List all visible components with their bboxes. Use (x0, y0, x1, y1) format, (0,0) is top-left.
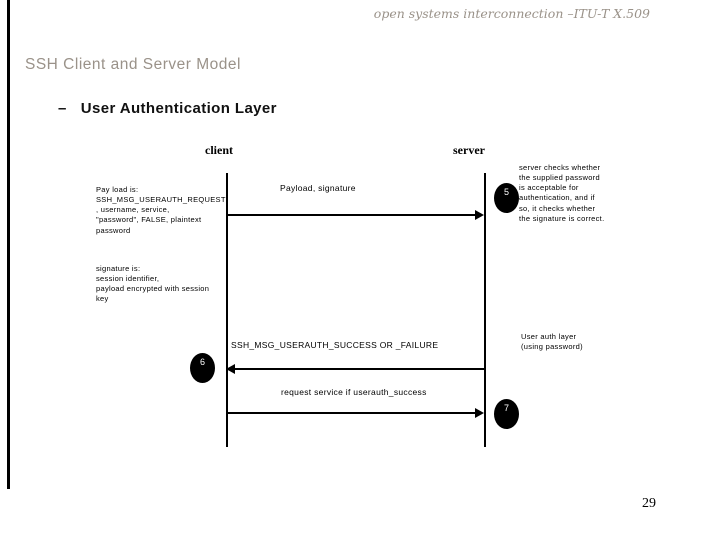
step-circle-5: 5 (494, 183, 519, 213)
arrow-right-icon (475, 210, 484, 220)
step-circle-7: 7 (494, 399, 519, 429)
step-circle-5-number: 5 (503, 187, 509, 197)
message-userauth-result-arrow (235, 368, 484, 370)
slide-subtitle: User Authentication Layer (80, 100, 277, 117)
subtitle-dash: – (58, 100, 67, 117)
slide-subtitle-row: – User Authentication Layer (58, 100, 277, 117)
client-column-label: client (205, 143, 233, 157)
message-payload-signature-arrow (227, 214, 476, 216)
server-lifeline (484, 173, 486, 447)
arrow-right-icon (475, 408, 484, 418)
step-circle-6: 6 (190, 353, 215, 383)
client-payload-note: Pay load is: SSH_MSG_USERAUTH_REQUEST , … (96, 185, 226, 235)
slide-header: open systems interconnection –ITU-T X.50… (373, 6, 650, 21)
server-check-note: server checks whether the supplied passw… (519, 163, 605, 223)
server-column-label: server (453, 143, 485, 157)
message-request-service-label: request service if userauth_success (281, 387, 427, 397)
user-auth-layer-note: User auth layer (using password) (521, 332, 583, 352)
client-signature-note: signature is: session identifier, payloa… (96, 264, 210, 304)
message-request-service-arrow (227, 412, 476, 414)
arrow-left-icon (226, 364, 235, 374)
client-lifeline (226, 173, 228, 447)
slide-left-edge-bar (7, 0, 10, 489)
message-userauth-result-label: SSH_MSG_USERAUTH_SUCCESS OR _FAILURE (231, 340, 439, 350)
step-circle-7-number: 7 (503, 403, 509, 413)
slide-title: SSH Client and Server Model (25, 56, 241, 73)
step-circle-6-number: 6 (199, 357, 205, 367)
message-payload-signature-label: Payload, signature (280, 183, 356, 193)
page-number: 29 (642, 496, 656, 511)
